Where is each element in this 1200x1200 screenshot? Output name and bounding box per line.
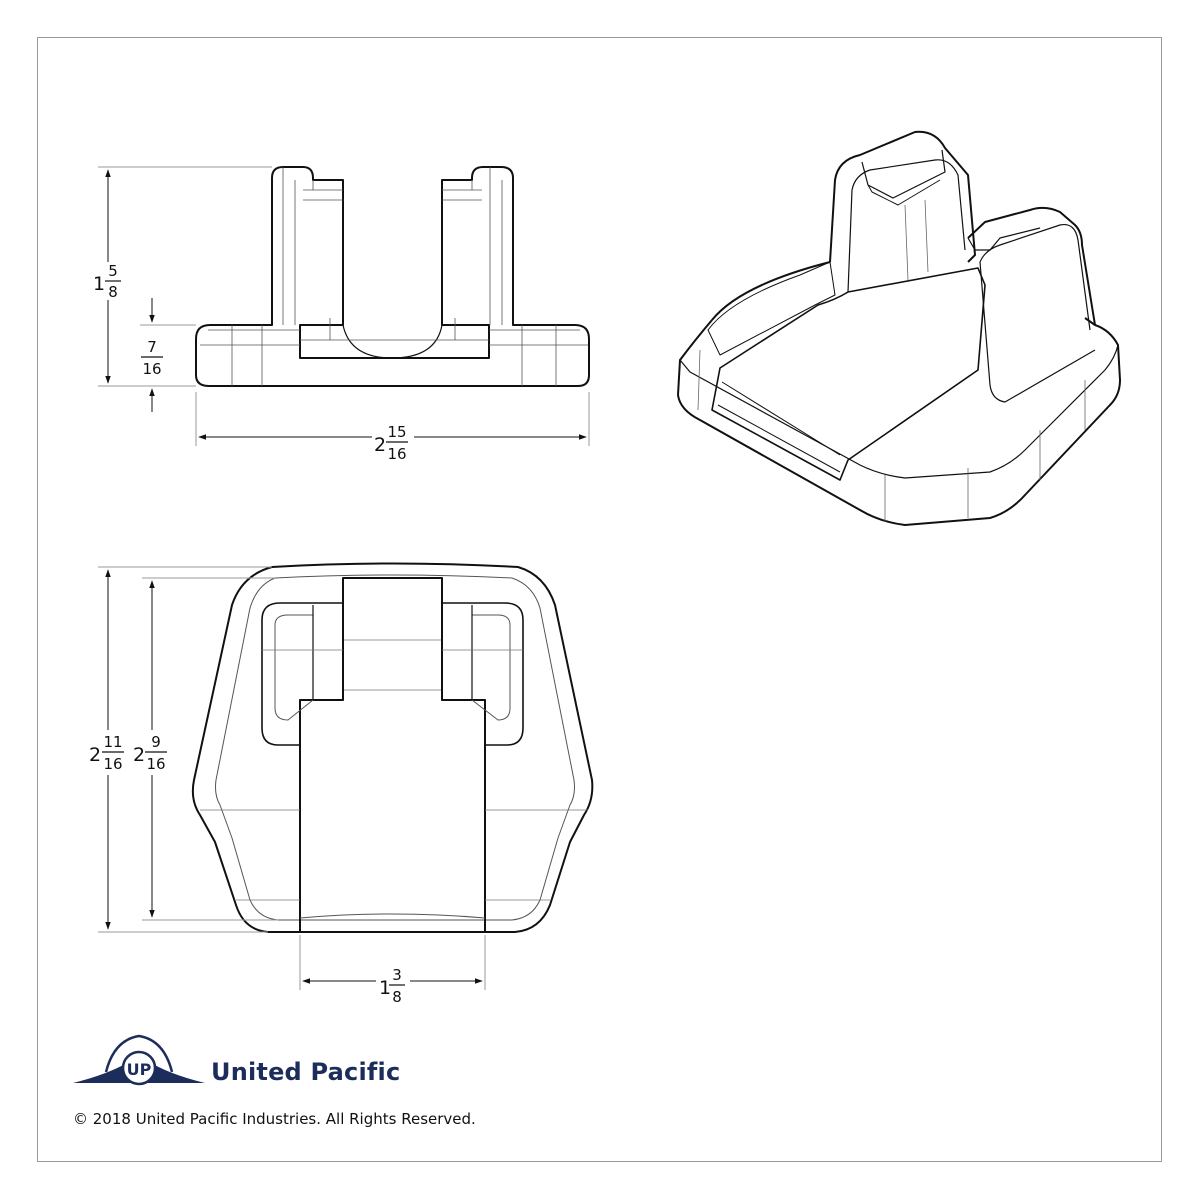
dim-top-length-inner: 2 9 16 <box>133 733 167 773</box>
svg-text:1: 1 <box>93 273 105 295</box>
logo-circle <box>121 1050 157 1086</box>
dim-front-height: 1 5 8 <box>93 262 121 301</box>
logo-arc <box>104 1034 174 1073</box>
svg-text:3: 3 <box>392 966 402 984</box>
svg-text:16: 16 <box>387 445 406 463</box>
dim-front-width: 2 15 16 <box>374 423 408 463</box>
dim-front-base-height: 7 16 <box>141 338 163 378</box>
svg-text:16: 16 <box>146 755 165 773</box>
svg-text:2: 2 <box>89 744 101 766</box>
dim-top-length-outer: 2 11 16 <box>89 733 124 773</box>
copyright-text: © 2018 United Pacific Industries. All Ri… <box>73 1110 476 1128</box>
front-view <box>195 166 590 387</box>
svg-text:11: 11 <box>103 733 122 751</box>
svg-text:2: 2 <box>374 434 386 456</box>
drawing-frame <box>37 37 1162 1162</box>
svg-text:2: 2 <box>133 744 145 766</box>
svg-text:5: 5 <box>108 262 118 280</box>
brand-logo: UP <box>73 1034 205 1086</box>
isometric-view <box>677 130 1121 526</box>
svg-text:1: 1 <box>379 977 391 999</box>
svg-text:15: 15 <box>387 423 406 441</box>
svg-text:9: 9 <box>151 733 161 751</box>
svg-text:16: 16 <box>103 755 122 773</box>
logo-letters: UP <box>127 1060 152 1079</box>
svg-text:8: 8 <box>108 283 118 301</box>
brand-name: United Pacific <box>211 1058 401 1086</box>
svg-text:16: 16 <box>142 360 161 378</box>
svg-text:8: 8 <box>392 988 402 1006</box>
top-view <box>191 562 594 933</box>
svg-text:7: 7 <box>147 338 157 356</box>
dimension-lines <box>98 166 590 990</box>
dimension-labels: 1 5 8 7 16 2 15 16 2 11 16 2 9 16 <box>89 262 408 1006</box>
dim-top-slot-width: 1 3 8 <box>379 966 405 1006</box>
